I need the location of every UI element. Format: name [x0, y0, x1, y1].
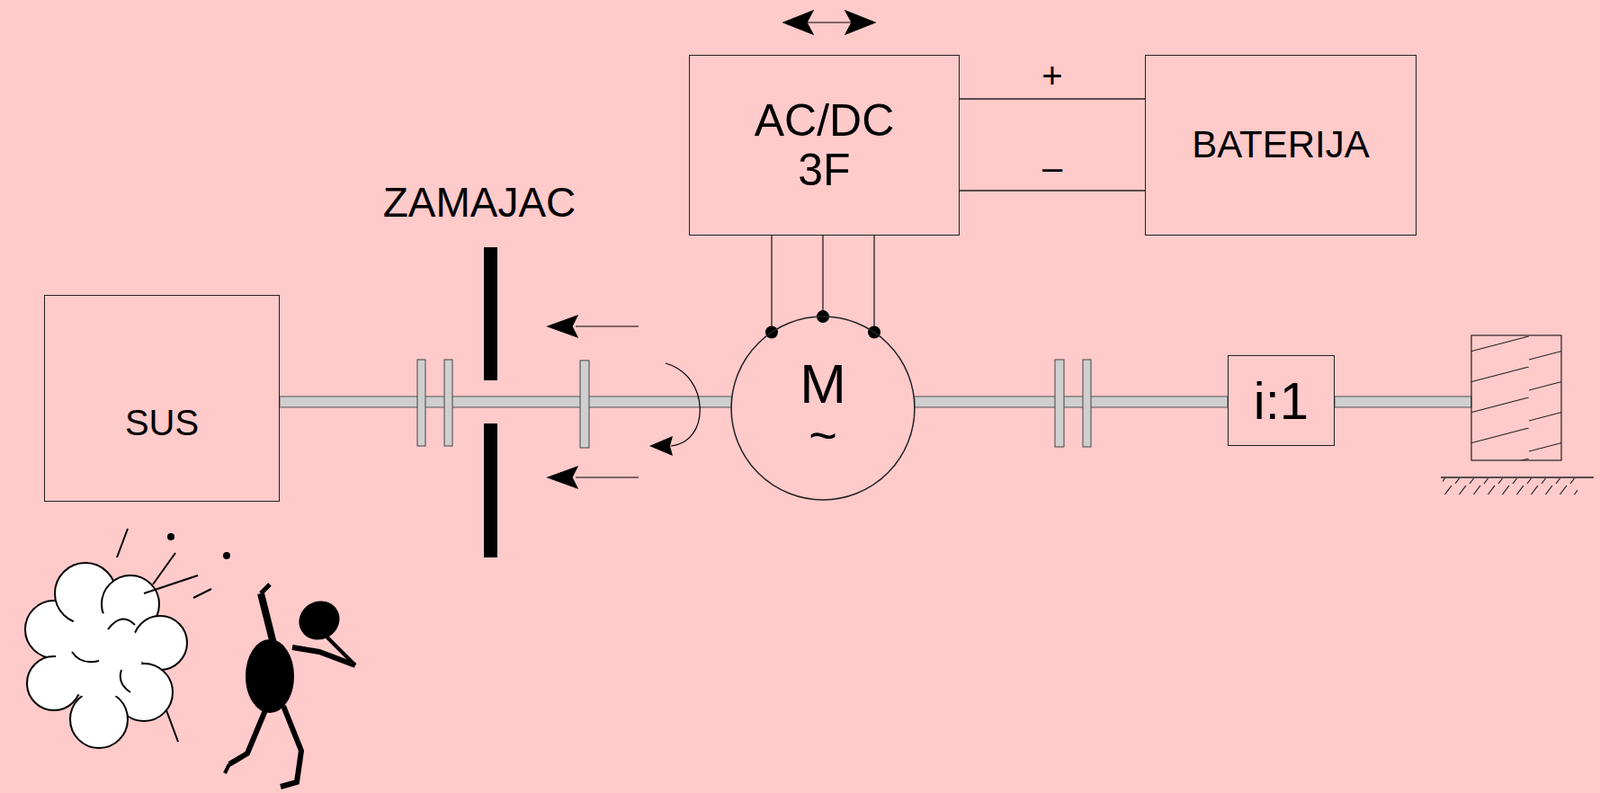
battery-box: BATERIJA: [1144, 54, 1417, 236]
shaft: [1334, 396, 1472, 408]
connector: [959, 98, 1145, 100]
node-text: BATERIJA: [1191, 124, 1370, 166]
wall: [1471, 335, 1562, 461]
spark-dot: [167, 533, 175, 541]
explosion-sparks: [71, 528, 212, 742]
node-text: M: [799, 353, 847, 415]
rotation-arrowhead: [649, 436, 673, 456]
connector: [959, 190, 1145, 192]
spark-dot: [223, 552, 231, 560]
ground-hatch: [1442, 478, 1578, 495]
node-text: SUS: [125, 402, 199, 443]
polarity-label: –: [1039, 149, 1065, 186]
part-label: ZAMAJAC: [380, 181, 580, 224]
engine-box: SUS: [44, 294, 280, 502]
rotation-arrow: [665, 363, 700, 447]
couplings: [417, 359, 1091, 448]
connector: [914, 396, 1228, 408]
connector: [765, 235, 778, 340]
axial-arrows: [547, 315, 639, 489]
connector: [279, 396, 732, 408]
gearbox-box: i:1: [1227, 355, 1335, 447]
connector: [816, 235, 830, 323]
scared-figure: [224, 584, 356, 787]
double-arrow: [783, 10, 876, 35]
explosion-cloud: [25, 563, 188, 749]
node-text: AC/DC 3F: [734, 96, 915, 196]
connector: [867, 235, 881, 340]
flywheel: [483, 247, 498, 558]
node-text: i:1: [1253, 372, 1309, 430]
motor-circle: M~: [729, 314, 917, 502]
polarity-label: +: [1038, 57, 1065, 94]
node-text: ~: [808, 409, 838, 463]
converter-box: AC/DC 3F: [688, 54, 960, 236]
ground-line: [1440, 476, 1594, 478]
